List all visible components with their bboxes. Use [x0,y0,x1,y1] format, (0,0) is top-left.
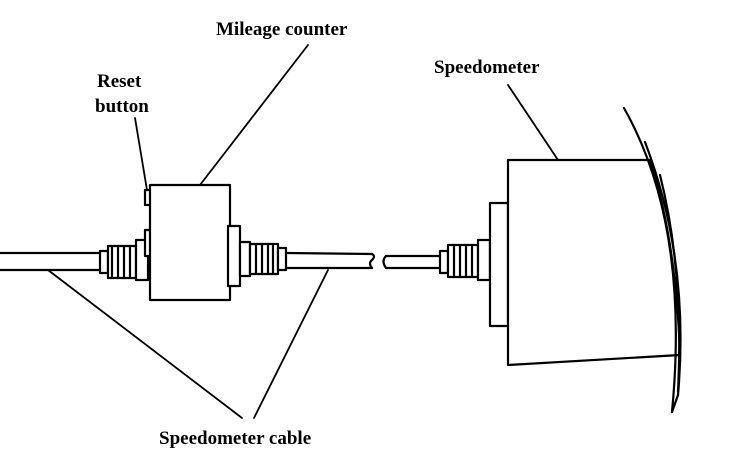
left-cable-nut [98,238,150,282]
cable-left-segment [0,251,108,272]
speedometer-body [506,158,682,367]
speedometer-nut [438,238,492,282]
leader-cable-left [47,269,243,419]
label-reset-line1: Reset [97,71,142,92]
label-speedometer-cable: Speedometer cable [159,428,312,449]
label-reset-line2: button [95,96,149,117]
label-mileage-counter: Mileage counter [216,19,348,40]
leader-mileage-counter [199,44,309,186]
cable-middle-segment [284,251,376,270]
leader-lines [47,44,559,419]
speedometer-bezel [622,106,682,414]
counter-right-nut [238,240,288,278]
speedometer-flange [488,201,510,328]
leader-speedometer [507,84,559,161]
leader-reset-button [134,117,148,191]
leader-cable-right [253,269,329,419]
mileage-counter-body [143,183,242,302]
label-speedometer: Speedometer [434,57,540,78]
cable-right-segment [382,254,442,270]
